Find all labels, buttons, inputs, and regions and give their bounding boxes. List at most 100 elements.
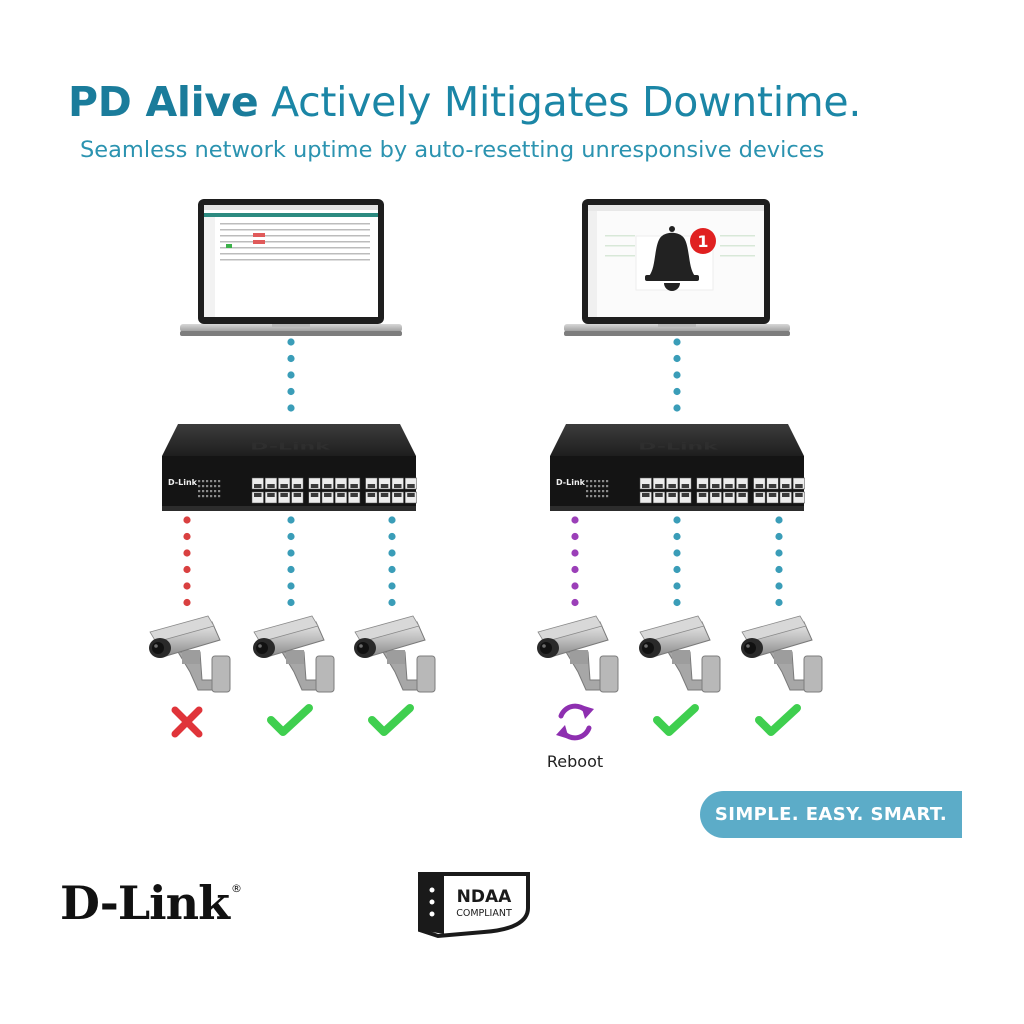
ethernet-port xyxy=(378,491,391,504)
ethernet-port xyxy=(722,477,735,490)
ethernet-port xyxy=(679,477,692,490)
ethernet-port xyxy=(722,491,735,504)
status-led xyxy=(594,485,597,488)
svg-text:D-Link: D-Link xyxy=(638,441,718,453)
ethernet-port xyxy=(753,491,766,504)
status-led xyxy=(202,480,205,483)
ethernet-port xyxy=(666,491,679,504)
reboot-icon xyxy=(556,703,594,741)
ethernet-port xyxy=(736,491,749,504)
right-laptop: 1 xyxy=(564,199,790,336)
security-camera-icon xyxy=(741,615,823,693)
reboot-label: Reboot xyxy=(547,752,603,771)
status-led xyxy=(598,480,601,483)
right-camera-link-2 xyxy=(673,516,681,607)
status-led xyxy=(602,490,605,493)
status-led xyxy=(606,485,609,488)
left-switch-brand: D-Link xyxy=(168,478,198,487)
security-camera-icon xyxy=(253,615,335,693)
ethernet-port xyxy=(291,477,304,490)
status-led xyxy=(598,485,601,488)
ethernet-port xyxy=(278,477,291,490)
ethernet-port xyxy=(696,491,709,504)
right-switch: D-Link D-Link xyxy=(550,424,805,511)
left-camera-link-3 xyxy=(388,516,396,607)
green-check-icon xyxy=(653,704,699,736)
right-uplink xyxy=(673,338,681,412)
tagline-banner: SIMPLE. EASY. SMART. xyxy=(700,791,962,838)
left-switch: D-Link D-Link xyxy=(162,424,417,511)
ethernet-port xyxy=(404,491,417,504)
status-led xyxy=(202,490,205,493)
left-camera-link-1 xyxy=(183,516,191,607)
ethernet-port xyxy=(365,491,378,504)
status-led xyxy=(606,495,609,498)
ethernet-port xyxy=(264,491,277,504)
left-uplink xyxy=(287,338,295,412)
ethernet-port xyxy=(792,491,805,504)
status-row xyxy=(171,703,801,741)
status-led xyxy=(590,490,593,493)
ethernet-port xyxy=(709,491,722,504)
status-led xyxy=(590,485,593,488)
status-led xyxy=(586,490,589,493)
bell-icon xyxy=(645,226,699,291)
status-led xyxy=(210,480,213,483)
status-led xyxy=(198,485,201,488)
ethernet-port xyxy=(639,491,652,504)
ethernet-port xyxy=(251,477,264,490)
security-camera-icon xyxy=(639,615,721,693)
status-led xyxy=(594,480,597,483)
headline: PD Alive Actively Mitigates Downtime. xyxy=(68,78,861,126)
red-x-icon xyxy=(171,706,203,738)
ethernet-port xyxy=(365,477,378,490)
network-links xyxy=(183,338,783,607)
ethernet-port xyxy=(652,491,665,504)
status-led xyxy=(202,485,205,488)
ethernet-port xyxy=(679,491,692,504)
ethernet-port xyxy=(321,491,334,504)
headline-rest: Actively Mitigates Downtime. xyxy=(271,78,862,126)
subheadline: Seamless network uptime by auto-resettin… xyxy=(80,137,825,163)
brand-name: D-Link xyxy=(60,876,230,930)
ethernet-port xyxy=(753,477,766,490)
security-camera-icon xyxy=(537,615,619,693)
status-led xyxy=(586,495,589,498)
camera-row xyxy=(149,615,823,693)
green-check-icon xyxy=(755,704,801,736)
left-camera-link-2 xyxy=(287,516,295,607)
badge-line2: COMPLIANT xyxy=(456,908,512,919)
ethernet-port xyxy=(348,491,361,504)
status-led xyxy=(206,495,209,498)
status-led xyxy=(590,495,593,498)
status-led xyxy=(218,480,221,483)
ethernet-port xyxy=(736,477,749,490)
ethernet-port xyxy=(291,491,304,504)
status-led xyxy=(214,485,217,488)
status-led xyxy=(198,480,201,483)
ethernet-port xyxy=(278,491,291,504)
right-camera-link-1 xyxy=(571,516,579,607)
status-led xyxy=(210,495,213,498)
ethernet-port xyxy=(639,477,652,490)
status-led xyxy=(606,490,609,493)
stars-icon xyxy=(429,887,435,917)
ethernet-port xyxy=(779,491,792,504)
security-camera-icon xyxy=(149,615,231,693)
status-led xyxy=(598,490,601,493)
status-led xyxy=(606,480,609,483)
ethernet-port xyxy=(766,491,779,504)
headline-strong: PD Alive xyxy=(68,78,259,126)
ethernet-port xyxy=(348,477,361,490)
status-led xyxy=(206,485,209,488)
green-check-icon xyxy=(267,704,313,736)
left-laptop xyxy=(180,199,402,336)
left-laptop-table xyxy=(220,223,370,261)
status-led xyxy=(214,490,217,493)
ethernet-port xyxy=(792,477,805,490)
status-led xyxy=(206,480,209,483)
ethernet-port xyxy=(766,477,779,490)
status-led xyxy=(598,495,601,498)
ethernet-port xyxy=(709,477,722,490)
status-led xyxy=(214,480,217,483)
